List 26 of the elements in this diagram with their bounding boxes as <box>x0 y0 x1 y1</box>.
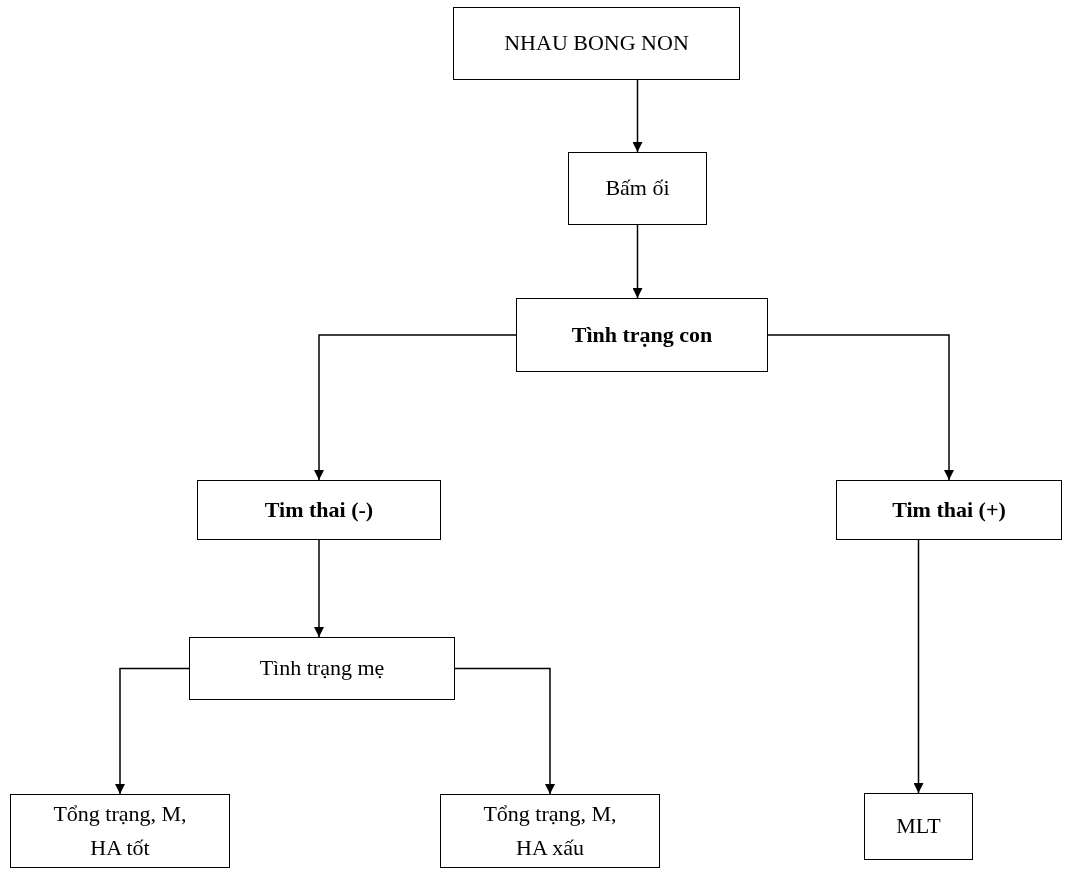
process-box <box>197 480 441 540</box>
node-label: Bấm ối <box>604 174 671 203</box>
node-label: Tim thai (-) <box>263 495 375 524</box>
arrow <box>632 79 643 153</box>
arrow <box>913 539 924 794</box>
process-box <box>836 480 1062 540</box>
arrow <box>115 667 190 795</box>
arrow <box>767 334 954 481</box>
process-box <box>440 794 660 868</box>
node-label: Tình trạng con <box>570 320 714 349</box>
process-box <box>568 152 707 225</box>
process-box <box>189 637 455 700</box>
process-box <box>10 794 230 868</box>
node-label: MLT <box>895 812 942 841</box>
node-label: Tim thai (+) <box>891 495 1007 524</box>
node-label: NHAU BONG NON <box>503 29 690 58</box>
process-box <box>864 793 973 860</box>
node-label: Tổng trạng, M, HA xấu <box>482 799 618 862</box>
process-box <box>453 7 740 80</box>
arrow <box>632 224 643 299</box>
node-label: Tổng trạng, M, HA tốt <box>52 799 188 862</box>
node-label: Tình trạng mẹ <box>258 654 386 683</box>
arrow <box>314 539 324 638</box>
process-box <box>516 298 768 372</box>
arrow <box>314 334 517 481</box>
arrow <box>454 667 555 795</box>
